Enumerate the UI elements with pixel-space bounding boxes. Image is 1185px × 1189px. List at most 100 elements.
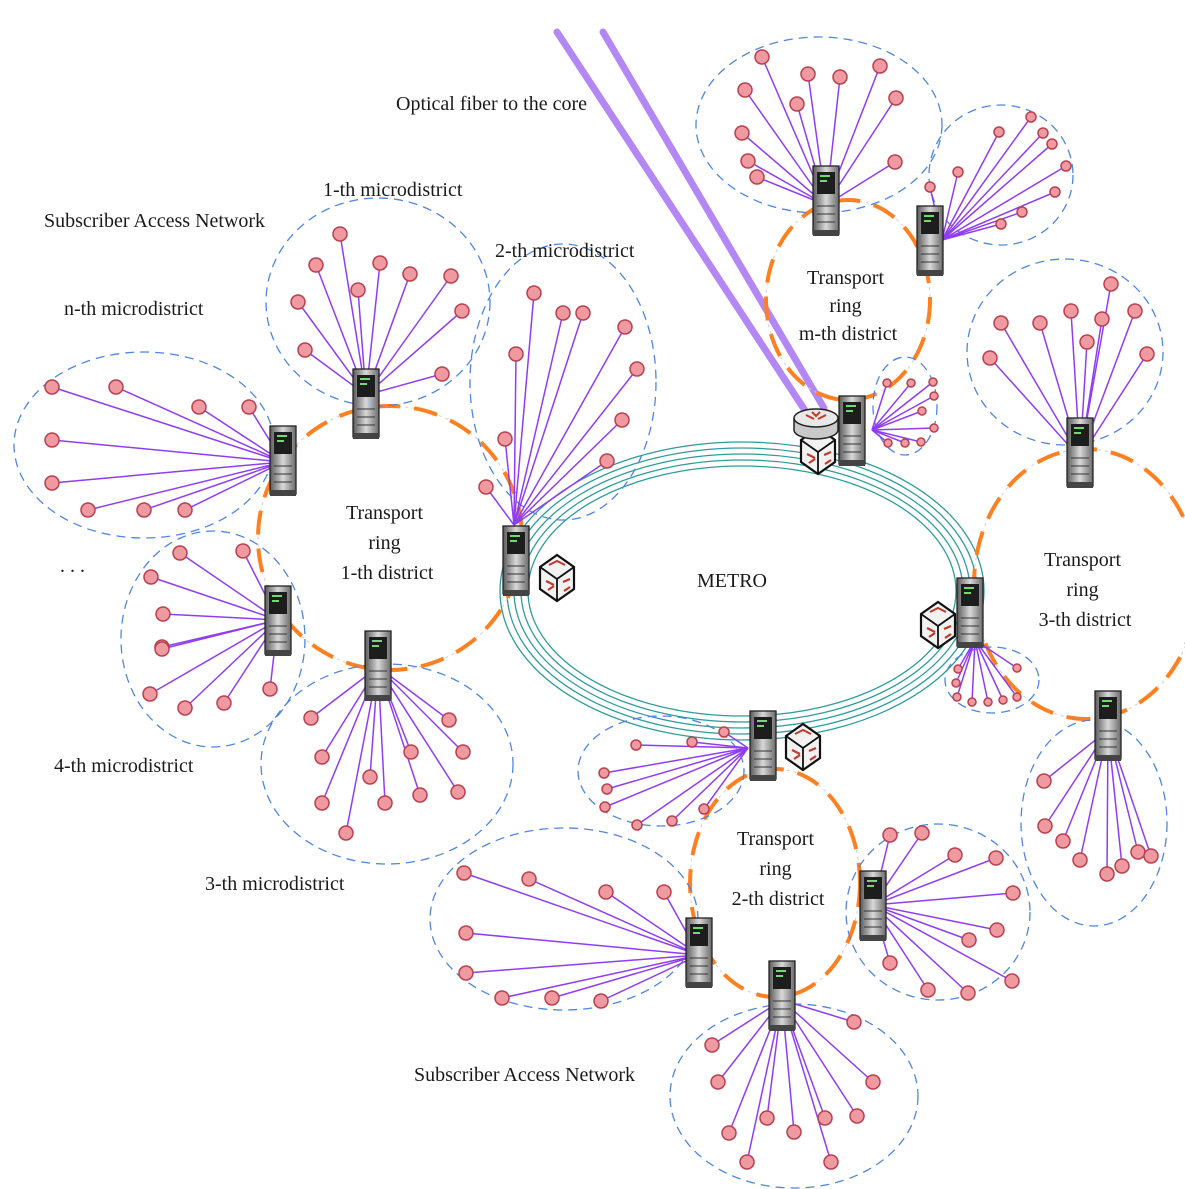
transport-ring-2-label: Transport ring 2-th district xyxy=(732,828,825,910)
server-icon xyxy=(916,205,944,277)
ring-1-line-3: 1-th district xyxy=(341,562,434,584)
microdistrict-1-label: 1-th microdistrict xyxy=(323,179,463,201)
microdistrict-boundary-2-c xyxy=(845,823,1031,1001)
server-icon xyxy=(956,577,984,649)
subscriber-line xyxy=(465,954,700,974)
subscriber-line xyxy=(115,386,284,463)
subscriber-node xyxy=(235,543,251,559)
subscriber-node xyxy=(1103,276,1119,292)
subscriber-node xyxy=(721,1125,737,1141)
subscriber-star xyxy=(303,666,471,841)
ring-3-line-2: ring xyxy=(1066,579,1098,601)
subscriber-node xyxy=(988,850,1004,866)
subscriber-node xyxy=(961,932,977,948)
subscriber-node xyxy=(960,985,976,1001)
subscriber-line xyxy=(513,353,517,526)
subscriber-node xyxy=(739,1154,755,1170)
subscriber-line xyxy=(551,954,700,999)
subscriber-node xyxy=(916,437,926,447)
subscriber-line xyxy=(872,857,997,906)
microdistrict-boundary-2-b xyxy=(429,827,699,1011)
subscriber-line xyxy=(143,461,284,511)
subscriber-node xyxy=(718,726,730,738)
subscriber-node xyxy=(1036,773,1052,789)
subscriber-node xyxy=(1037,127,1049,139)
subscriber-line xyxy=(871,382,912,431)
subscriber-node xyxy=(521,871,537,887)
subscriber-line xyxy=(872,854,956,906)
subscriber-star xyxy=(290,226,470,396)
subscriber-node xyxy=(456,865,472,881)
subscriber-node xyxy=(172,545,188,561)
subscriber-node xyxy=(1143,848,1159,864)
server-icon xyxy=(352,368,380,440)
server-icon xyxy=(812,165,840,237)
subscriber-node xyxy=(872,58,888,74)
subscriber-line xyxy=(941,165,1067,241)
subscriber-node xyxy=(458,925,474,941)
subscriber-node xyxy=(314,795,330,811)
subscriber-node xyxy=(740,153,756,169)
subscriber-line xyxy=(871,395,935,431)
subscriber-line xyxy=(941,116,1032,241)
ring-3-line-1: Transport xyxy=(1044,549,1121,571)
subscriber-node xyxy=(303,710,319,726)
subscriber-node xyxy=(982,350,998,366)
server-icon xyxy=(264,585,292,657)
subscriber-node xyxy=(953,664,963,674)
subscriber-line xyxy=(741,132,827,206)
subscriber-line xyxy=(941,143,1053,241)
subscriber-node xyxy=(136,502,152,518)
subscriber-line xyxy=(941,171,959,241)
subscriber-line xyxy=(465,932,700,956)
subscriber-line xyxy=(872,892,1014,906)
ring-2-line-1: Transport xyxy=(737,828,814,850)
subscriber-node xyxy=(1094,311,1110,327)
subscriber-line xyxy=(365,275,452,396)
subscriber-line xyxy=(513,312,564,526)
subscriber-line xyxy=(513,326,626,526)
microdistrict-boundary-3-c xyxy=(1020,719,1168,927)
ring-1-line-1: Transport xyxy=(346,502,423,524)
subscriber-line xyxy=(198,406,284,463)
ellipsis-label: . . . xyxy=(60,555,85,577)
subscriber-node xyxy=(154,641,170,657)
subscriber-line xyxy=(974,639,1004,701)
subscriber-node xyxy=(575,305,591,321)
optical-fiber-lines xyxy=(553,28,828,416)
subscriber-node xyxy=(443,268,459,284)
subscriber-node xyxy=(332,226,348,242)
subscriber-node xyxy=(849,1108,865,1124)
subscriber-node xyxy=(108,379,124,395)
subscriber-node xyxy=(142,686,158,702)
subscriber-line xyxy=(956,639,976,698)
subscriber-node xyxy=(1016,206,1028,218)
subscriber-node xyxy=(1025,111,1037,123)
subscriber-line xyxy=(989,357,1081,459)
subscriber-star xyxy=(598,726,749,831)
subscriber-line xyxy=(691,741,749,749)
subscriber-node xyxy=(441,712,457,728)
subscriber-node xyxy=(1012,663,1022,673)
server-icon xyxy=(838,395,866,467)
subscriber-node xyxy=(737,82,753,98)
subscriber-node xyxy=(1072,852,1088,868)
subscriber-node xyxy=(478,479,494,495)
subscriber-node xyxy=(1049,186,1061,198)
subscriber-node xyxy=(817,1110,833,1126)
subscriber-line xyxy=(703,747,749,810)
subscriber-node xyxy=(698,803,710,815)
microdistrict-boundary-3-b xyxy=(944,646,1040,714)
subscriber-node xyxy=(526,285,542,301)
ring-m-line-3: m-th district xyxy=(799,323,898,345)
subscriber-node xyxy=(800,66,816,82)
subscriber-node xyxy=(1099,866,1115,882)
subscriber-node xyxy=(508,346,524,362)
subscriber-node xyxy=(1005,885,1021,901)
switch-icon xyxy=(919,600,957,650)
subscriber-node xyxy=(434,366,450,382)
subscriber-node xyxy=(314,749,330,765)
subscriber-node xyxy=(993,126,1005,138)
subscriber-star xyxy=(871,377,939,448)
subscriber-node xyxy=(216,695,232,711)
